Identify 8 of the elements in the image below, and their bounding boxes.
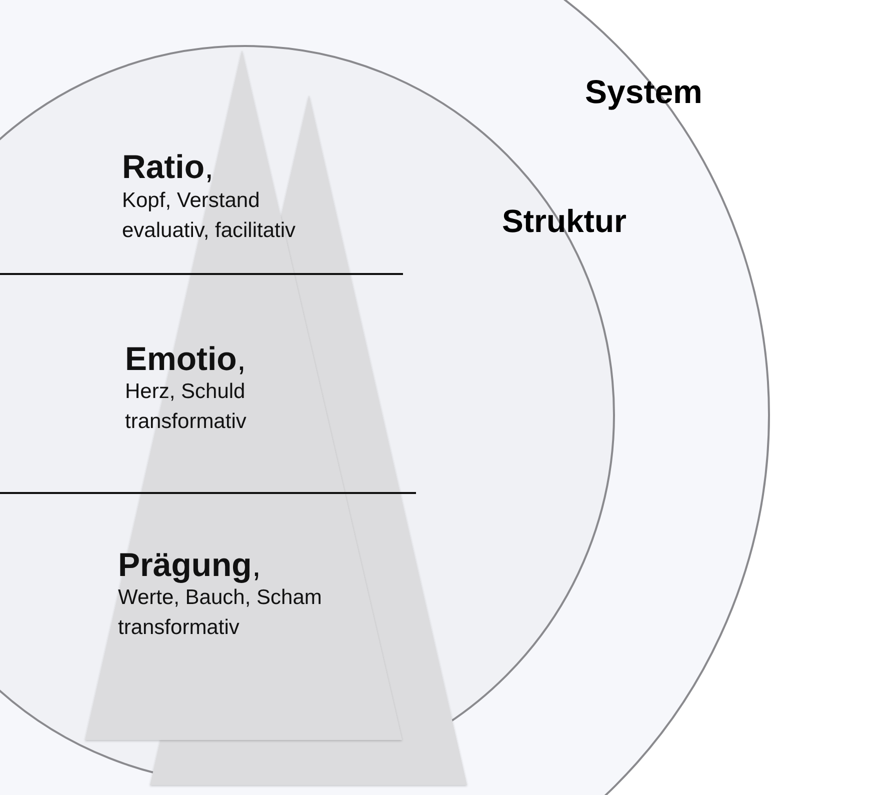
level-heading: Emotio, <box>125 339 246 379</box>
level-description: Herz, Schuld transformativ <box>125 379 248 435</box>
level-heading: Ratio, <box>122 147 214 187</box>
level-heading: Prägung, <box>118 545 262 585</box>
level-description: Werte, Bauch, Scham transformativ <box>118 585 323 641</box>
region-label: Struktur <box>502 202 626 241</box>
level-description: Kopf, Verstand evaluativ, facilitativ <box>122 188 297 244</box>
region-label: System <box>585 72 702 112</box>
